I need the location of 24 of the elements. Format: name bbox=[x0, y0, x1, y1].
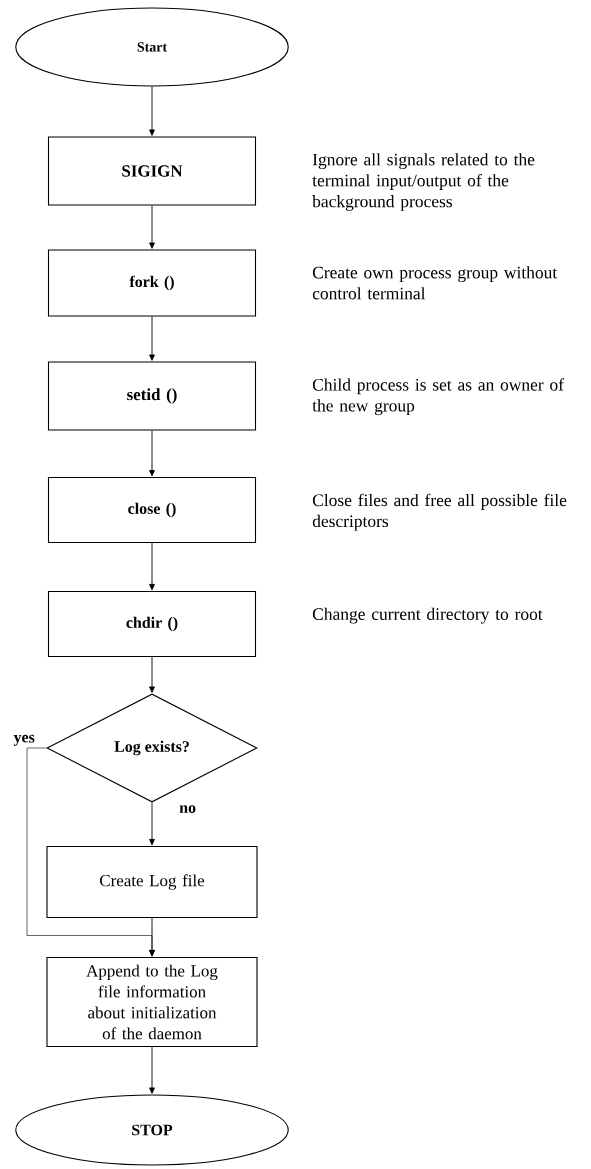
edge-label: no bbox=[178, 804, 198, 814]
description-text: Child process is set as an owner of the new group bbox=[312, 378, 564, 416]
arrow bbox=[149, 542, 155, 591]
arrow bbox=[149, 1046, 155, 1094]
arrow bbox=[149, 205, 155, 249]
description-text: Ignore all signals related to the terminal input/output of the background process bbox=[312, 153, 535, 211]
description-text: Change current directory to root bbox=[312, 607, 543, 624]
process-box: fork () bbox=[47, 249, 257, 317]
process-box: SIGIGN bbox=[47, 136, 257, 206]
arrow bbox=[149, 86, 155, 136]
arrow bbox=[149, 802, 155, 846]
process-box: close () bbox=[47, 476, 257, 544]
arrow bbox=[26, 747, 155, 957]
process-box: Create Log file bbox=[46, 845, 258, 919]
arrow bbox=[149, 430, 155, 477]
process-box: Append to the Log file information about initialization of the daemon bbox=[46, 956, 258, 1048]
arrow bbox=[149, 316, 155, 361]
process-box: setid () bbox=[47, 361, 257, 431]
arrow bbox=[149, 917, 155, 957]
process-box: chdir () bbox=[47, 590, 257, 658]
edge-label: yes bbox=[13, 734, 35, 746]
arrow bbox=[149, 656, 155, 693]
description-text: Close files and free all possible file descriptors bbox=[312, 493, 567, 531]
description-text: Create own process group without control terminal bbox=[312, 266, 558, 300]
